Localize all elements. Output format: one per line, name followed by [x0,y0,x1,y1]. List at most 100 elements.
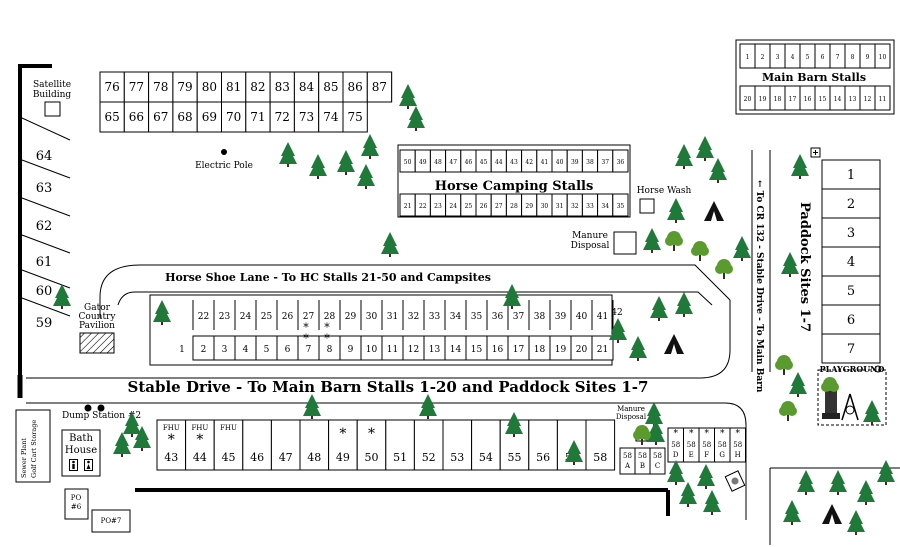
site-77[interactable]: 77 [129,80,144,94]
site-box[interactable] [585,419,616,471]
site-box[interactable] [342,101,368,133]
site-39[interactable]: 39 [555,312,567,322]
site-50[interactable]: 50 [365,451,379,464]
site-66[interactable]: 66 [129,110,144,124]
site-17[interactable]: 17 [513,345,525,355]
site-35[interactable]: 35 [471,312,483,322]
site-55[interactable]: 55 [508,451,522,464]
site-64[interactable]: 64 [36,149,53,164]
site-box[interactable] [269,71,295,103]
site-53[interactable]: 53 [450,451,464,464]
camping-stall[interactable] [612,149,629,173]
site-76[interactable]: 76 [105,80,120,94]
site-49[interactable]: 49 [336,451,350,464]
site-1[interactable]: 1 [179,345,185,355]
site-box[interactable] [172,101,198,133]
site-65[interactable]: 65 [105,110,120,124]
site-box[interactable] [196,101,222,133]
paddock-site[interactable] [821,159,881,190]
site-34[interactable]: 34 [450,312,462,322]
site-40[interactable]: 40 [576,312,588,322]
paddock-site[interactable] [821,217,881,248]
site-3[interactable]: 3 [222,345,228,355]
site-78[interactable]: 78 [153,80,168,94]
site-43[interactable]: 43 [164,451,178,464]
site-box[interactable] [185,419,215,471]
site-box[interactable] [156,419,187,471]
site-58-box[interactable] [729,427,746,463]
site-80[interactable]: 80 [202,80,217,94]
site-29[interactable]: 29 [345,312,357,322]
site-box[interactable] [442,419,473,471]
site-85[interactable]: 85 [323,80,338,94]
site-box[interactable] [318,101,344,133]
site-86[interactable]: 86 [348,80,363,94]
paddock-site-3[interactable]: 3 [847,226,855,241]
bath-house[interactable] [61,429,101,477]
site-58[interactable]: 58 [593,451,607,464]
site-box[interactable] [245,101,271,133]
site-2[interactable]: 2 [201,345,207,355]
paddock-site[interactable] [821,275,881,306]
manure-disposal[interactable] [613,231,637,255]
site-32[interactable]: 32 [408,312,419,322]
po-6[interactable] [64,488,89,520]
site-75[interactable]: 75 [348,110,363,124]
site-45[interactable]: 45 [222,451,236,464]
site-33[interactable]: 33 [429,312,441,322]
site-60[interactable]: 60 [36,284,53,299]
site-51[interactable]: 51 [393,451,407,464]
site-box[interactable] [245,71,271,103]
site-box[interactable] [299,419,330,471]
site-box[interactable] [342,71,368,103]
site-12[interactable]: 12 [408,345,419,355]
site-59[interactable]: 59 [36,316,53,331]
site-37[interactable]: 37 [513,312,525,322]
site-72[interactable]: 72 [275,110,290,124]
site-19[interactable]: 19 [555,345,567,355]
site-54[interactable]: 54 [479,451,493,464]
site-70[interactable]: 70 [226,110,241,124]
site-61[interactable]: 61 [36,255,53,270]
site-81[interactable]: 81 [226,80,241,94]
site-10[interactable]: 10 [366,345,378,355]
paddock-site-7[interactable]: 7 [847,342,855,357]
site-79[interactable]: 79 [177,80,192,94]
paddock-site-1[interactable]: 1 [847,168,855,183]
site-box[interactable] [328,419,358,471]
site-4[interactable]: 4 [243,345,249,355]
site-box[interactable] [413,419,444,471]
site-26[interactable]: 26 [282,312,294,322]
site-11[interactable]: 11 [387,345,398,355]
site-box[interactable] [123,101,150,133]
site-22[interactable]: 22 [198,312,209,322]
site-63[interactable]: 63 [36,181,53,196]
site-16[interactable]: 16 [492,345,504,355]
site-box[interactable] [471,419,501,471]
site-18[interactable]: 18 [534,345,546,355]
site-74[interactable]: 74 [323,110,339,124]
site-52[interactable]: 52 [422,451,436,464]
site-14[interactable]: 14 [450,345,462,355]
site-36[interactable]: 36 [492,312,504,322]
site-68[interactable]: 68 [177,110,192,124]
barn-stall[interactable] [874,85,891,111]
site-62[interactable]: 62 [36,219,53,234]
paddock-site[interactable] [821,333,881,364]
po-7[interactable] [91,509,131,533]
site-69[interactable]: 69 [202,110,217,124]
camping-stall[interactable] [612,193,629,217]
site-28[interactable]: 28 [324,312,336,322]
paddock-site-2[interactable]: 2 [847,197,855,212]
gator-country-pavilion[interactable] [79,332,115,354]
satellite-building[interactable] [44,101,61,117]
site-41[interactable]: 41 [597,312,608,322]
site-44[interactable]: 44 [193,451,207,464]
site-87[interactable]: 87 [372,80,387,94]
site-box[interactable] [172,71,198,103]
site-31[interactable]: 31 [387,312,398,322]
site-13[interactable]: 13 [429,345,441,355]
site-box[interactable] [385,419,415,471]
site-box[interactable] [99,101,125,133]
site-7[interactable]: 7 [306,345,312,355]
